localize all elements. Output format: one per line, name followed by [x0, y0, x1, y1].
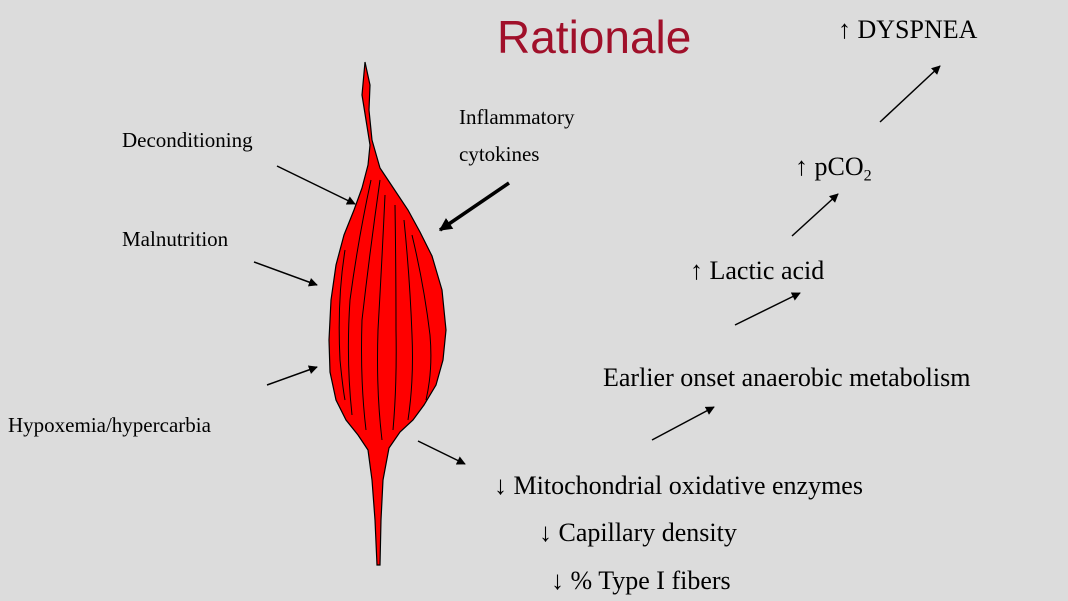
arrow-to-effects [418, 441, 465, 464]
label-pco2: ↑ pCO2 [795, 151, 872, 182]
label-dyspnea: ↑ DYSPNEA [838, 14, 977, 45]
arrow-malnutrition [254, 262, 317, 285]
arrow-cytokines [440, 183, 509, 230]
label-cytokines-line1: Inflammatory [459, 105, 574, 130]
arrow-hypoxemia [267, 367, 317, 385]
label-cytokines-line2: cytokines [459, 142, 539, 167]
label-hypoxemia-hypercarbia: Hypoxemia/hypercarbia [8, 413, 211, 438]
label-anaerobic-metabolism: Earlier onset anaerobic metabolism [603, 362, 970, 393]
label-type1-fibers: ↓ % Type I fibers [551, 565, 731, 596]
label-deconditioning: Deconditioning [122, 128, 253, 153]
arrow-to-anaerobic [652, 407, 714, 440]
pco2-subscript: 2 [864, 168, 872, 185]
pco2-text: ↑ pCO [795, 152, 864, 181]
arrow-to-lactic [735, 293, 800, 325]
muscle-body [329, 62, 446, 565]
arrow-to-pco2 [792, 194, 838, 236]
label-capillary-density: ↓ Capillary density [539, 517, 737, 548]
label-mitochondrial-enzymes: ↓ Mitochondrial oxidative enzymes [494, 470, 863, 501]
muscle-icon [329, 62, 446, 565]
label-lactic-acid: ↑ Lactic acid [690, 255, 824, 286]
label-malnutrition: Malnutrition [122, 227, 228, 252]
arrow-to-dyspnea [880, 66, 940, 122]
arrow-deconditioning [277, 166, 355, 204]
